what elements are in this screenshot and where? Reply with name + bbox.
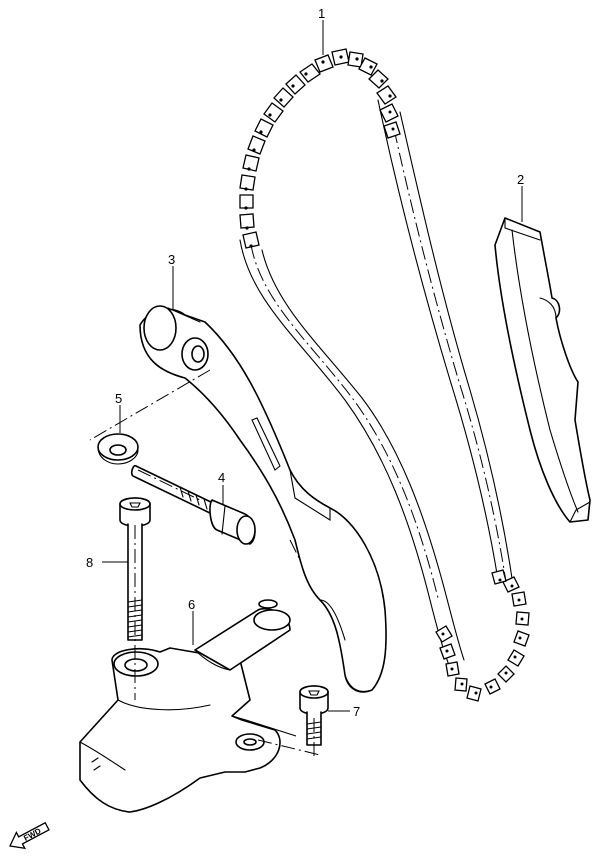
callouts: 1 2 3 4 5 6 7 8 — [86, 6, 524, 719]
washer — [97, 433, 139, 465]
callout-7: 7 — [353, 704, 360, 719]
callout-3: 3 — [168, 252, 175, 267]
callout-5: 5 — [115, 391, 122, 406]
cam-chain — [239, 48, 530, 702]
cam-chain-guide — [494, 217, 591, 523]
callout-4: 4 — [218, 470, 225, 485]
callout-6: 6 — [188, 597, 195, 612]
assembly-lines — [89, 369, 321, 760]
chain-tensioner-arm — [139, 305, 387, 693]
callout-8: 8 — [86, 555, 93, 570]
callout-1: 1 — [318, 6, 325, 21]
callout-2: 2 — [517, 172, 524, 187]
fwd-arrow-icon: FWD — [9, 821, 50, 850]
bolt-4 — [130, 464, 256, 545]
chain-tensioner-body — [79, 599, 291, 813]
